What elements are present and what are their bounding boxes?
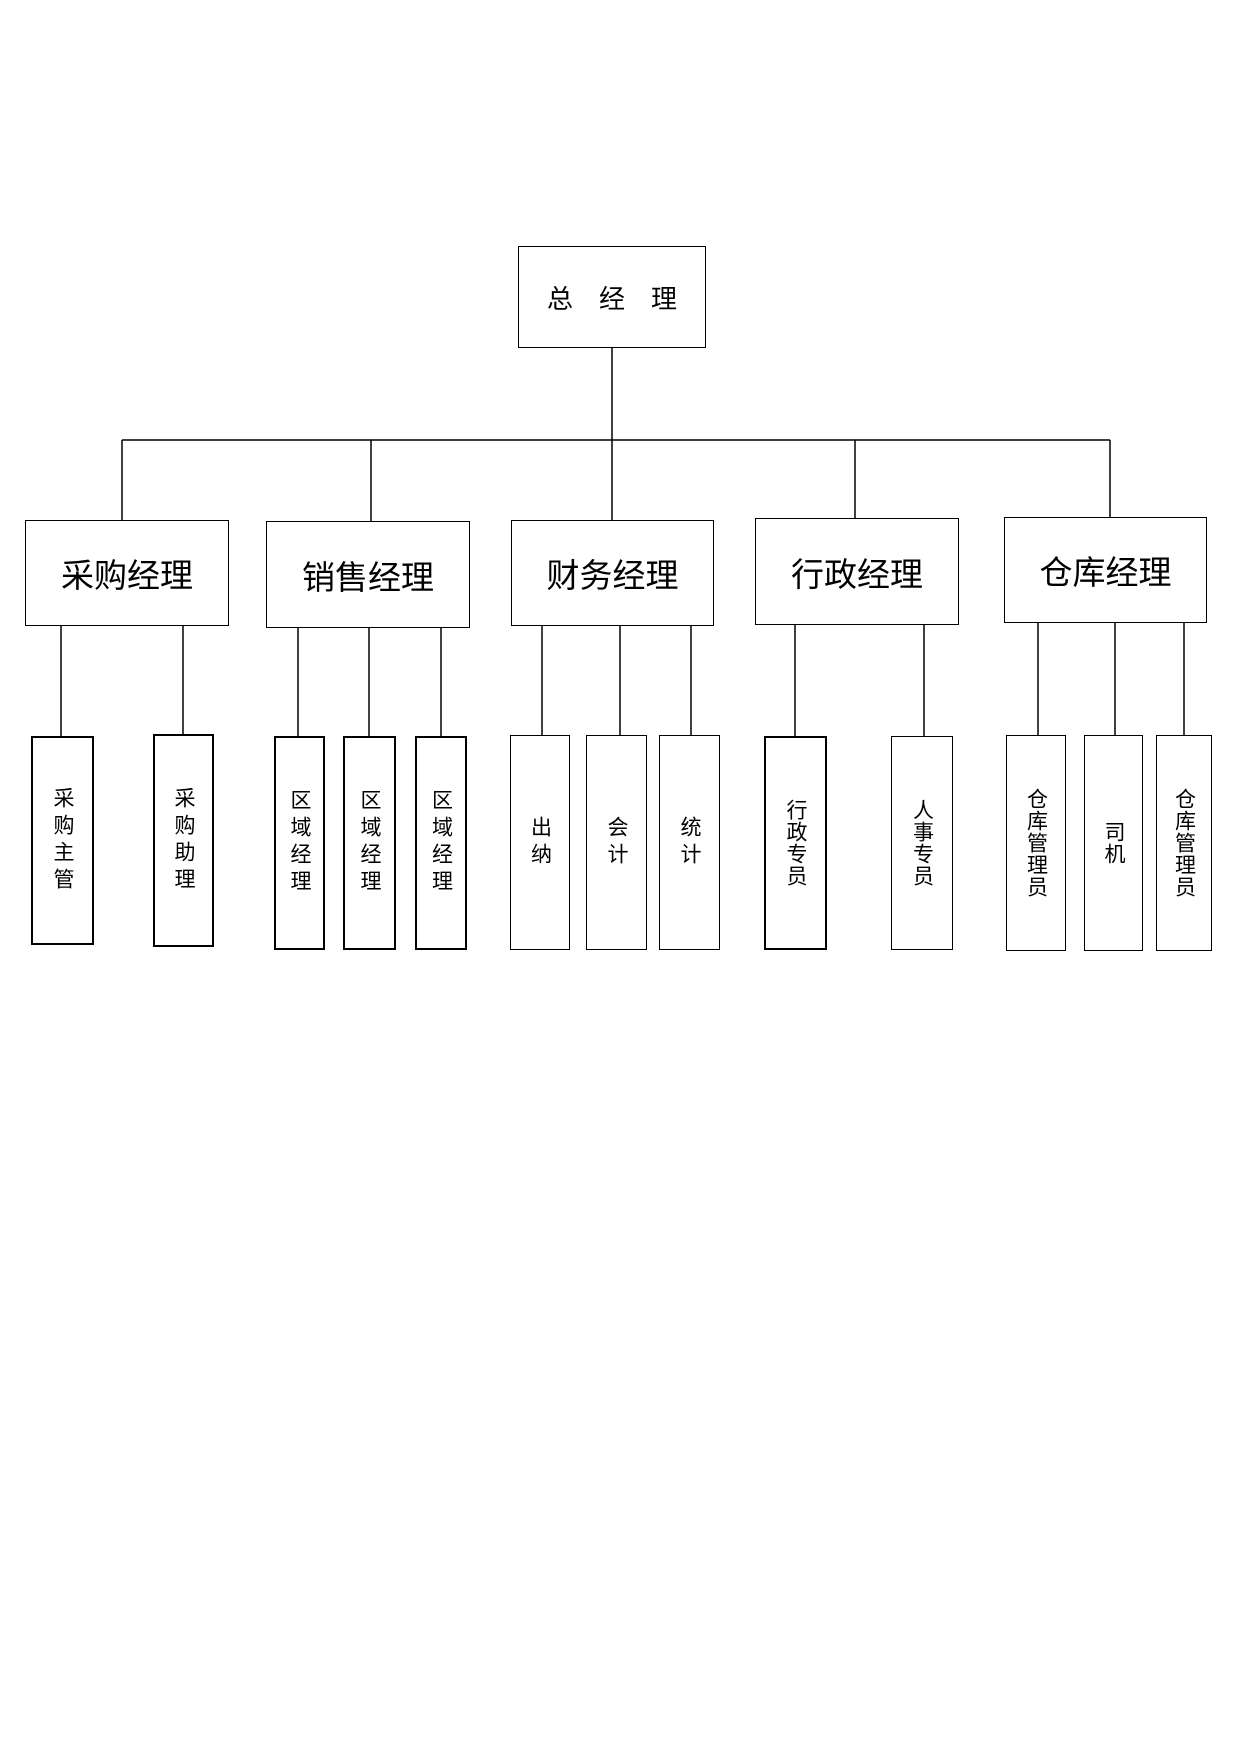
node-warehouse-keeper-1: 仓库管理员 bbox=[1006, 735, 1066, 951]
node-label: 司机 bbox=[1102, 821, 1126, 865]
node-sales-manager: 销售经理 bbox=[266, 521, 470, 628]
node-label: 区域经理 bbox=[429, 789, 454, 897]
node-purchasing-supervisor: 采购主管 bbox=[31, 736, 94, 945]
node-regional-manager-1: 区域经理 bbox=[274, 736, 325, 950]
node-regional-manager-2: 区域经理 bbox=[343, 736, 396, 950]
node-hr-specialist: 人事专员 bbox=[891, 736, 953, 950]
node-label: 采购经理 bbox=[61, 556, 193, 595]
node-accountant: 会计 bbox=[586, 735, 647, 950]
node-label: 出纳 bbox=[528, 815, 553, 870]
node-label: 采购主管 bbox=[51, 786, 75, 895]
node-general-manager: 总 经 理 bbox=[518, 246, 706, 348]
node-label: 采购助理 bbox=[172, 786, 196, 895]
node-label: 区域经理 bbox=[358, 789, 382, 897]
node-label: 行政经理 bbox=[791, 554, 923, 594]
node-label: 仓库管理员 bbox=[1024, 788, 1049, 898]
node-statistician: 统计 bbox=[659, 735, 720, 950]
node-regional-manager-3: 区域经理 bbox=[415, 736, 467, 950]
node-label: 仓库管理员 bbox=[1172, 788, 1197, 898]
node-label: 总 经 理 bbox=[546, 284, 677, 315]
node-label: 统计 bbox=[678, 815, 702, 870]
node-driver: 司机 bbox=[1084, 735, 1143, 951]
node-admin-manager: 行政经理 bbox=[755, 518, 959, 625]
node-label: 人事专员 bbox=[910, 799, 935, 887]
node-purchasing-assistant: 采购助理 bbox=[153, 734, 214, 947]
node-purchasing-manager: 采购经理 bbox=[25, 520, 229, 626]
node-label: 财务经理 bbox=[546, 556, 679, 595]
node-cashier: 出纳 bbox=[510, 735, 570, 950]
node-label: 仓库经理 bbox=[1039, 553, 1172, 592]
node-warehouse-manager: 仓库经理 bbox=[1004, 517, 1207, 623]
node-finance-manager: 财务经理 bbox=[511, 520, 714, 626]
node-admin-specialist: 行政专员 bbox=[764, 736, 827, 950]
node-label: 销售经理 bbox=[302, 557, 434, 597]
node-label: 行政专员 bbox=[784, 799, 808, 887]
node-label: 会计 bbox=[605, 815, 629, 870]
node-label: 区域经理 bbox=[288, 789, 312, 897]
node-warehouse-keeper-2: 仓库管理员 bbox=[1156, 735, 1212, 951]
